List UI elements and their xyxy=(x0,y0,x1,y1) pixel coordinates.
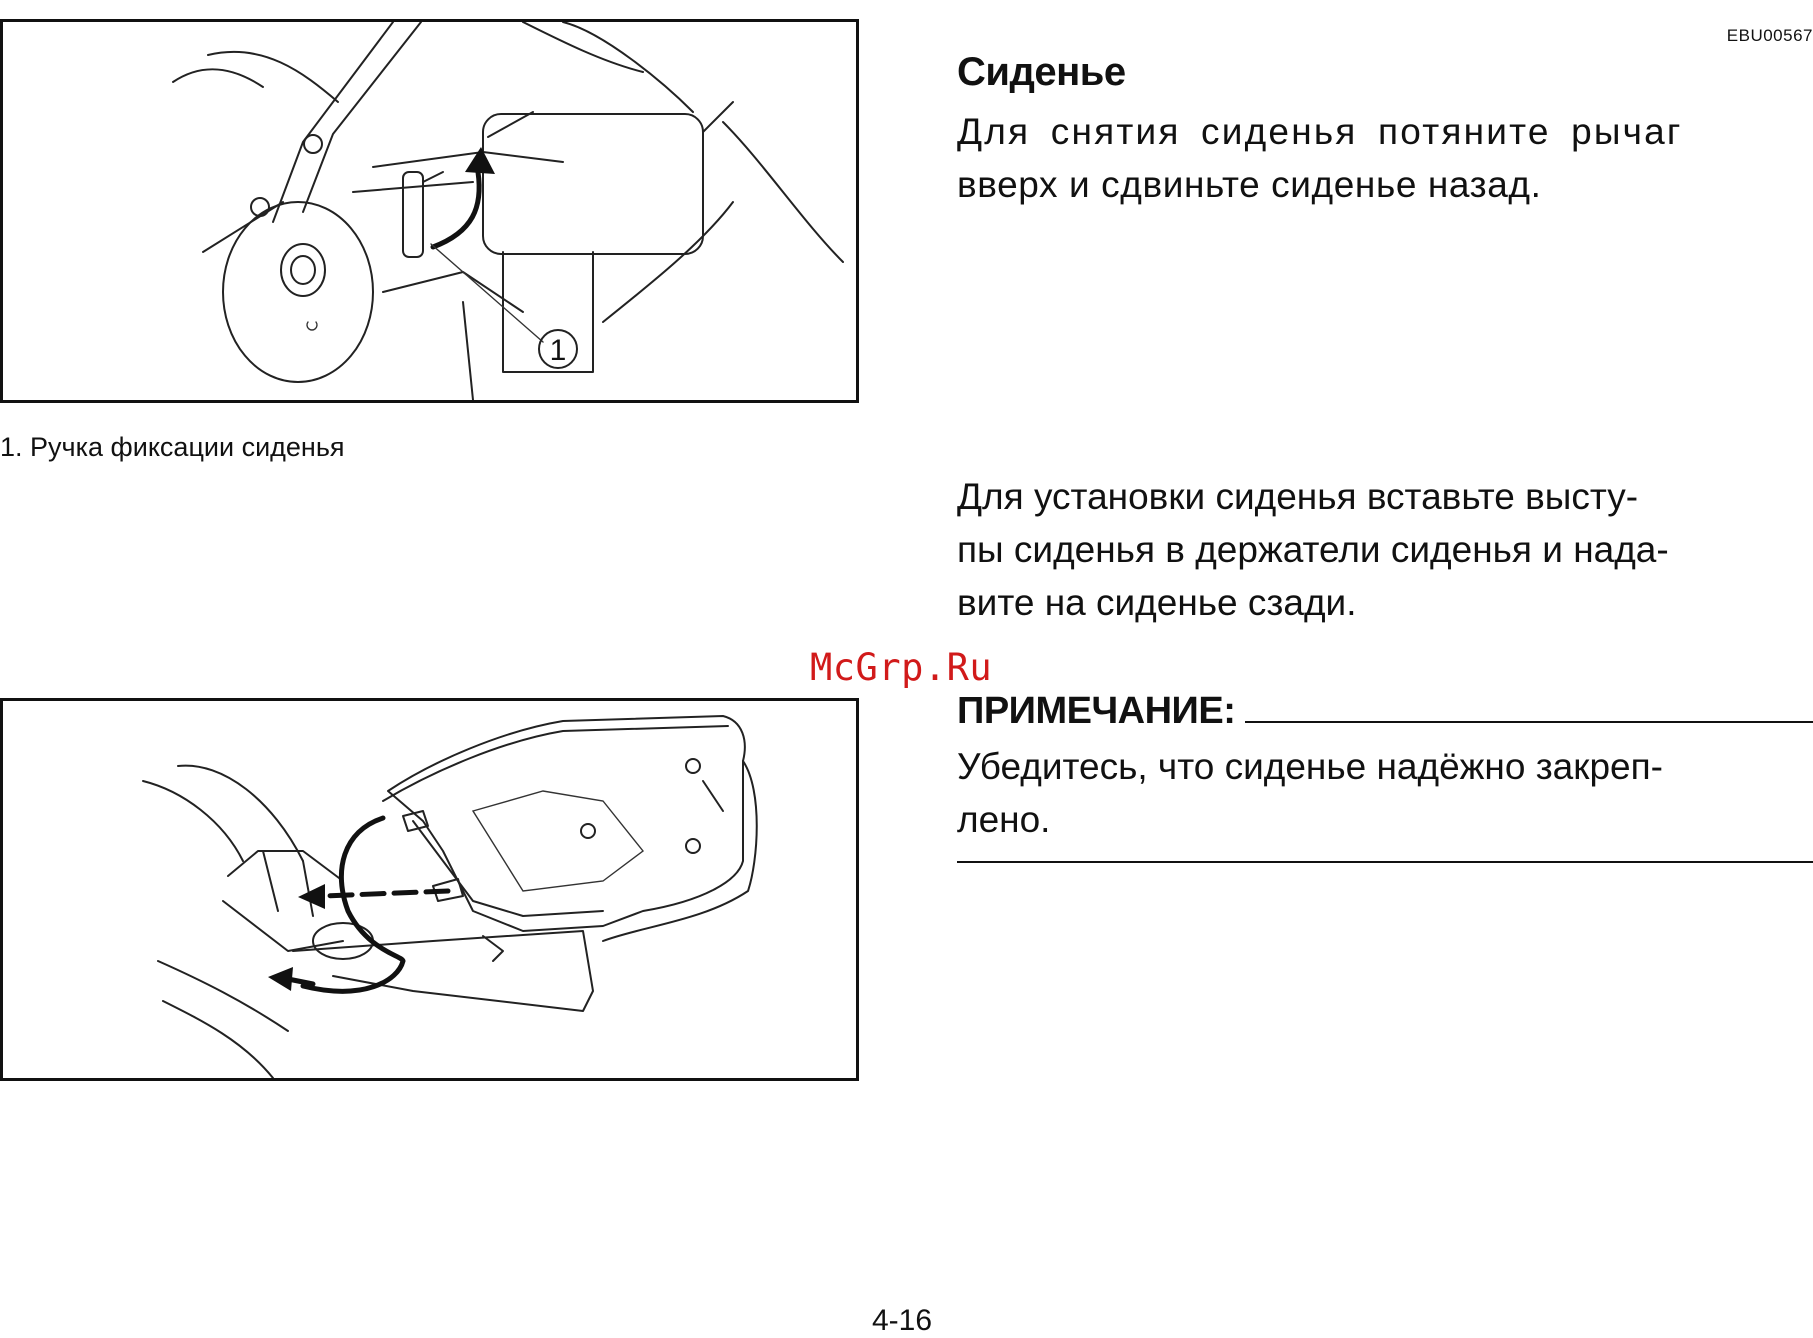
note-text: Убедитесь, что сиденье надёжно закреп- л… xyxy=(957,740,1813,846)
install-line-3: вите на сиденье сзади. xyxy=(957,576,1813,629)
seat-installation-illustration xyxy=(3,701,856,1078)
callout-number: 1 xyxy=(550,334,567,367)
figure-caption: 1. Ручка фиксации сиденья xyxy=(0,432,345,463)
figure-seat-installation xyxy=(0,698,859,1081)
removal-instructions: Для снятия сиденья потяните рычаг вверх … xyxy=(957,105,1813,211)
install-line-1: Для установки сиденья вставьте высту- xyxy=(957,470,1813,523)
watermark: McGrp.Ru xyxy=(810,646,992,689)
note-line-2: лено. xyxy=(957,793,1813,846)
removal-line-1: Для снятия сиденья потяните рычаг xyxy=(957,105,1813,158)
note-line-1: Убедитесь, что сиденье надёжно закреп- xyxy=(957,740,1813,793)
page-number: 4-16 xyxy=(872,1304,932,1338)
install-line-2: пы сиденья в держатели сиденья и нада- xyxy=(957,523,1813,576)
note-rule-top xyxy=(1245,721,1813,723)
note-rule-bottom xyxy=(957,861,1813,863)
install-instructions: Для установки сиденья вставьте высту- пы… xyxy=(957,470,1813,629)
note-header: ПРИМЕЧАНИЕ: xyxy=(957,690,1813,733)
note-label: ПРИМЕЧАНИЕ: xyxy=(957,690,1235,733)
document-code: EBU00567 xyxy=(1727,26,1813,46)
seat-lock-illustration: 1 xyxy=(3,22,856,400)
figure-seat-lock-lever: 1 xyxy=(0,19,859,403)
section-title: Сиденье xyxy=(957,50,1126,95)
removal-line-2: вверх и сдвиньте сиденье назад. xyxy=(957,158,1813,211)
